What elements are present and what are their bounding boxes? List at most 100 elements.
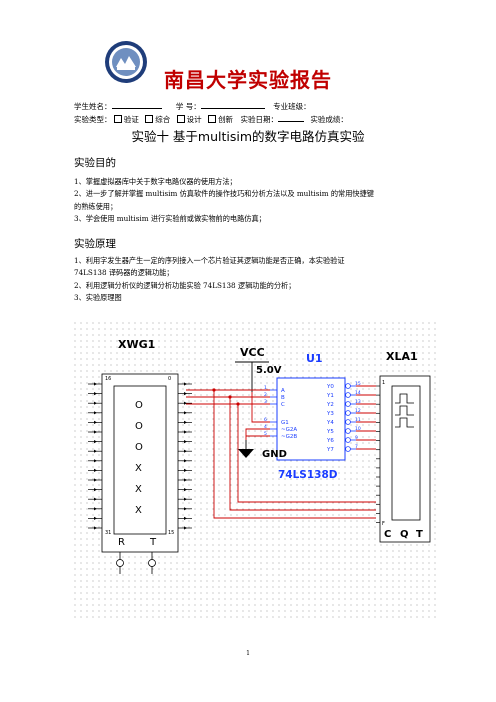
wg-row-3: X [135, 463, 142, 474]
chip-output-bubble [345, 446, 351, 452]
principle-item: 1、利用字发生器产生一定的序列接入一个芯片验证其逻辑功能是否正确，本实验验证 [74, 256, 345, 265]
student-id-label: 学 号： [175, 102, 201, 111]
gnd-label: GND [262, 449, 287, 460]
la-top-pin: 1 [382, 380, 385, 386]
arrow-right-icon [94, 401, 97, 405]
wg-row-5: X [135, 505, 142, 516]
wg-left-bottom-pin: 31 [105, 530, 111, 536]
ground-symbol-icon [238, 449, 254, 458]
chip-part-label: 74LS138D [278, 469, 338, 481]
wg-terminal-r-node[interactable] [116, 559, 124, 567]
chip-output-bubble [345, 392, 351, 398]
word-generator-display [113, 385, 167, 535]
chip-output-bubble [345, 419, 351, 425]
logic-analyzer-screen [391, 385, 421, 521]
wg-terminal-t-node[interactable] [148, 559, 156, 567]
experiment-title: 实验十 基于multisim的数字电路仿真实验 [131, 129, 365, 144]
word-generator-label: XWG1 [118, 338, 155, 351]
type-checkbox-verify [113, 115, 122, 123]
principle-item: 3、实验原理图 [74, 293, 122, 303]
wg-right-top-pin: 0 [168, 376, 171, 382]
arrow-right-icon [94, 488, 97, 492]
chip-output-bubble [345, 428, 351, 434]
arrow-right-icon [94, 420, 97, 424]
section-heading-principle: 实验原理 [74, 238, 116, 250]
chip-left-pin-number: 3 [264, 399, 267, 405]
chip-right-pin-number: 9 [355, 435, 358, 441]
chip-right-pin-number: 15 [355, 381, 361, 387]
chip-right-pin-name: Y3 [326, 411, 334, 417]
wg-row-0: O [135, 400, 143, 411]
arrow-right-icon [94, 478, 97, 482]
date-label: 实验日期： [240, 115, 278, 124]
arrow-right-icon [184, 488, 187, 492]
circuit-schematic: XWG1 16 0 31 15 O O O X X X R T VCC 5.0V… [74, 322, 440, 618]
arrow-right-icon [94, 449, 97, 453]
chip-right-pin-number: 11 [355, 417, 361, 423]
student-info-line: 学生姓名： 学 号： 专业班级： [74, 100, 311, 112]
la-terminal-t: T [416, 529, 423, 540]
arrow-right-icon [94, 392, 97, 396]
chip-left-pin-name: ~G2B [281, 434, 297, 440]
chip-left-pin-name: ~G2A [281, 427, 297, 433]
chip-left-pin-number: 6 [264, 417, 267, 423]
arrow-right-icon [94, 440, 97, 444]
word-generator-pins [88, 382, 192, 530]
vcc-value: 5.0V [256, 365, 282, 376]
chip-right-pin-number: 7 [355, 444, 358, 450]
grade-label: 实验成绩： [310, 115, 348, 124]
arrow-right-icon [184, 401, 187, 405]
chip-74ls138-body[interactable] [276, 377, 346, 461]
university-seal-icon [105, 41, 147, 83]
chip-left-pin-number: 1 [264, 385, 267, 391]
section-body-purpose: 1、掌握虚拟器库中关于数字电路仪器的使用方法； 2、进一步了解并掌握 multi… [74, 176, 434, 226]
arrow-right-icon [94, 468, 97, 472]
page-number: 1 [246, 650, 250, 657]
logic-analyzer-pins [376, 385, 380, 523]
type-option-verify: 验证 [123, 115, 139, 124]
arrow-right-icon [184, 430, 187, 434]
wg-terminal-t: T [149, 537, 157, 548]
arrow-right-icon [94, 526, 97, 530]
arrow-right-icon [184, 526, 187, 530]
type-checkbox-design [176, 115, 185, 123]
type-option-design: 设计 [186, 115, 202, 124]
chip-right-pin-name: Y6 [326, 438, 334, 444]
chip-output-bubble [345, 383, 351, 389]
purpose-item: 3、学会使用 multisim 进行实验前或做实物前的电路仿真； [74, 214, 266, 224]
type-checkbox-comprehensive [145, 115, 154, 123]
arrow-right-icon [94, 516, 97, 520]
junction-dot [212, 388, 216, 392]
student-name-blank [111, 100, 162, 109]
report-title: 南昌大学实验报告 [164, 68, 332, 92]
arrow-right-icon [94, 507, 97, 511]
chip-output-bubble [345, 401, 351, 407]
type-label: 实验类型： [74, 115, 112, 124]
chip-right-pin-number: 14 [355, 390, 361, 396]
chip-output-bubble [345, 437, 351, 443]
wg-terminal-r: R [118, 537, 125, 548]
chip-left-pin-name: A [281, 388, 285, 394]
arrow-right-icon [184, 516, 187, 520]
chip-right-pin-name: Y7 [326, 447, 334, 453]
chip-left-pin-number: 5 [264, 431, 267, 437]
arrow-right-icon [94, 411, 97, 415]
chip-right-pin-number: 12 [355, 408, 361, 414]
wg-right-bottom-pin: 15 [168, 530, 174, 536]
arrow-right-icon [184, 507, 187, 511]
waveform-icon [395, 393, 414, 404]
junction-dot [228, 395, 232, 399]
arrow-right-icon [94, 430, 97, 434]
arrow-right-icon [184, 478, 187, 482]
arrow-right-icon [94, 382, 97, 386]
arrow-right-icon [184, 497, 187, 501]
chip-left-pin-name: C [281, 402, 285, 408]
la-terminal-q: Q [400, 529, 409, 540]
chip-right-pin-name: Y2 [326, 402, 334, 408]
chip-ref-label: U1 [306, 352, 323, 365]
wg-left-top-pin: 16 [105, 376, 111, 382]
wg-row-2: O [135, 442, 143, 453]
chip-left-pin-number: 4 [264, 424, 267, 430]
logic-analyzer-label: XLA1 [386, 350, 418, 363]
chip-left-pin-number: 2 [264, 392, 267, 398]
